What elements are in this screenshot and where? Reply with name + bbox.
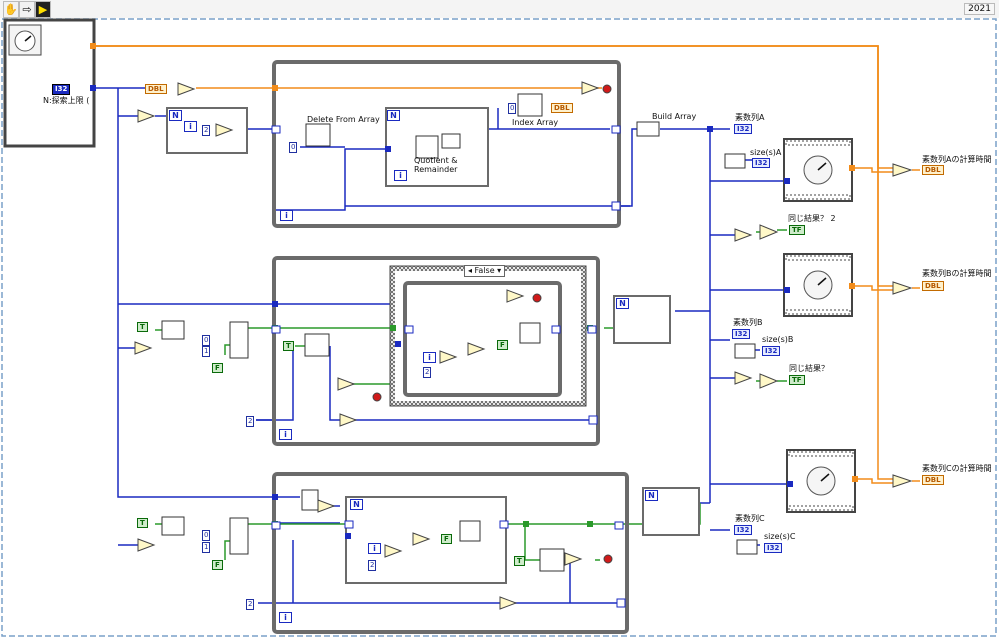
same-result-label: 同じ結果？ <box>789 364 829 373</box>
const-2-b[interactable]: 2 <box>246 416 255 427</box>
same-result-terminal: TF <box>789 375 805 385</box>
loop1-n-terminal: N <box>169 110 182 121</box>
true-const-b2[interactable]: T <box>283 341 294 351</box>
loop2-n-terminal: N <box>387 110 400 121</box>
timer-frame-a <box>783 138 853 202</box>
const-0-d[interactable]: 0 <box>202 530 211 541</box>
index-dbl-label: DBL <box>551 103 573 113</box>
const-2-e[interactable]: 2 <box>246 599 255 610</box>
time-b-label: 素数列Bの計算時間 <box>922 269 992 278</box>
primes-a-terminal: I32 <box>734 124 753 134</box>
const-1-c[interactable]: 1 <box>202 346 211 357</box>
same-result-2-label: 同じ結果？ 2 <box>788 214 836 223</box>
time-c-label: 素数列Cの計算時間 <box>922 464 992 473</box>
const-2-a[interactable]: 2 <box>202 125 211 136</box>
for-loop-2 <box>272 256 600 446</box>
timer-frame-c <box>786 449 856 513</box>
delete-from-array-node <box>305 123 331 147</box>
to-double-label: DBL <box>145 84 167 94</box>
primes-a-label: 素数列A <box>735 113 765 122</box>
true-const-b[interactable]: T <box>137 322 148 332</box>
primes-c-label: 素数列C <box>735 514 765 523</box>
primes-b-label: 素数列B <box>733 318 763 327</box>
true-const-d[interactable]: T <box>514 556 525 566</box>
while-loop <box>403 281 562 397</box>
false-const-d[interactable]: F <box>212 560 223 570</box>
size-c-label: size(s)C <box>764 532 796 541</box>
arrow-icon[interactable]: ⇨ <box>19 1 35 18</box>
time-a-terminal: DBL <box>922 165 944 175</box>
size-a-terminal: I32 <box>752 158 771 168</box>
n-control-terminal[interactable]: I32 <box>52 84 71 95</box>
primes-c-terminal: I32 <box>734 525 753 535</box>
case-selector[interactable]: ◂ False ▾ <box>464 265 506 277</box>
const-0-a[interactable]: 0 <box>289 142 298 153</box>
sequence-frame-1 <box>3 18 96 148</box>
size-b-label: size(s)B <box>762 335 794 344</box>
loop-i-terminal-1: i <box>280 210 293 221</box>
true-const-c[interactable]: T <box>137 518 148 528</box>
time-a-label: 素数列Aの計算時間 <box>922 155 992 164</box>
build-array-node <box>636 121 660 137</box>
n-control-label: N:探索上限 ( <box>43 96 90 105</box>
for-loop-1 <box>272 60 621 228</box>
timer-frame-b <box>783 253 853 317</box>
index-array-label: Index Array <box>512 118 559 127</box>
size-b-terminal: I32 <box>762 346 781 356</box>
version-label: 2021 <box>964 3 995 15</box>
loop4-n-terminal: N <box>350 499 363 510</box>
loop3-n-terminal: N <box>616 298 629 309</box>
to-double-node <box>177 82 196 96</box>
same-result-2-terminal: TF <box>789 225 805 235</box>
false-const-b[interactable]: F <box>212 363 223 373</box>
loop1-i-terminal: i <box>184 121 197 132</box>
toolbar: ✋ ⇨ ▶ 2021 <box>0 0 999 18</box>
hand-icon[interactable]: ✋ <box>3 1 19 18</box>
false-const-e[interactable]: F <box>441 534 452 544</box>
build-array-label: Build Array <box>652 112 697 121</box>
for-loop-3 <box>272 472 629 634</box>
loop-i-terminal-2: i <box>279 429 292 440</box>
const-0-b[interactable]: 0 <box>508 103 517 114</box>
delete-from-array-label: Delete From Array <box>307 115 380 124</box>
index-array-node <box>517 93 543 117</box>
quotient-remainder-label: Quotient & Remainder <box>414 156 458 174</box>
const-1-d[interactable]: 1 <box>202 542 211 553</box>
time-c-terminal: DBL <box>922 475 944 485</box>
primes-b-terminal: I32 <box>732 329 751 339</box>
loop5-n-terminal: N <box>645 490 658 501</box>
stop-indicators <box>372 84 613 564</box>
false-const-c[interactable]: F <box>497 340 508 350</box>
const-2-c[interactable]: 2 <box>423 367 432 378</box>
size-c-terminal: I32 <box>764 543 783 553</box>
loop2-i-terminal: i <box>394 170 407 181</box>
diagram-frame <box>1 18 997 637</box>
loop-i-terminal-4: i <box>368 543 381 554</box>
const-2-d[interactable]: 2 <box>368 560 377 571</box>
time-b-terminal: DBL <box>922 281 944 291</box>
const-0-c[interactable]: 0 <box>202 335 211 346</box>
for-loop-inner-3 <box>613 295 671 344</box>
loop-i-terminal-3: i <box>423 352 436 363</box>
loop-i-terminal-5: i <box>279 612 292 623</box>
size-a-label: size(s)A <box>750 148 782 157</box>
run-icon[interactable]: ▶ <box>35 1 51 18</box>
